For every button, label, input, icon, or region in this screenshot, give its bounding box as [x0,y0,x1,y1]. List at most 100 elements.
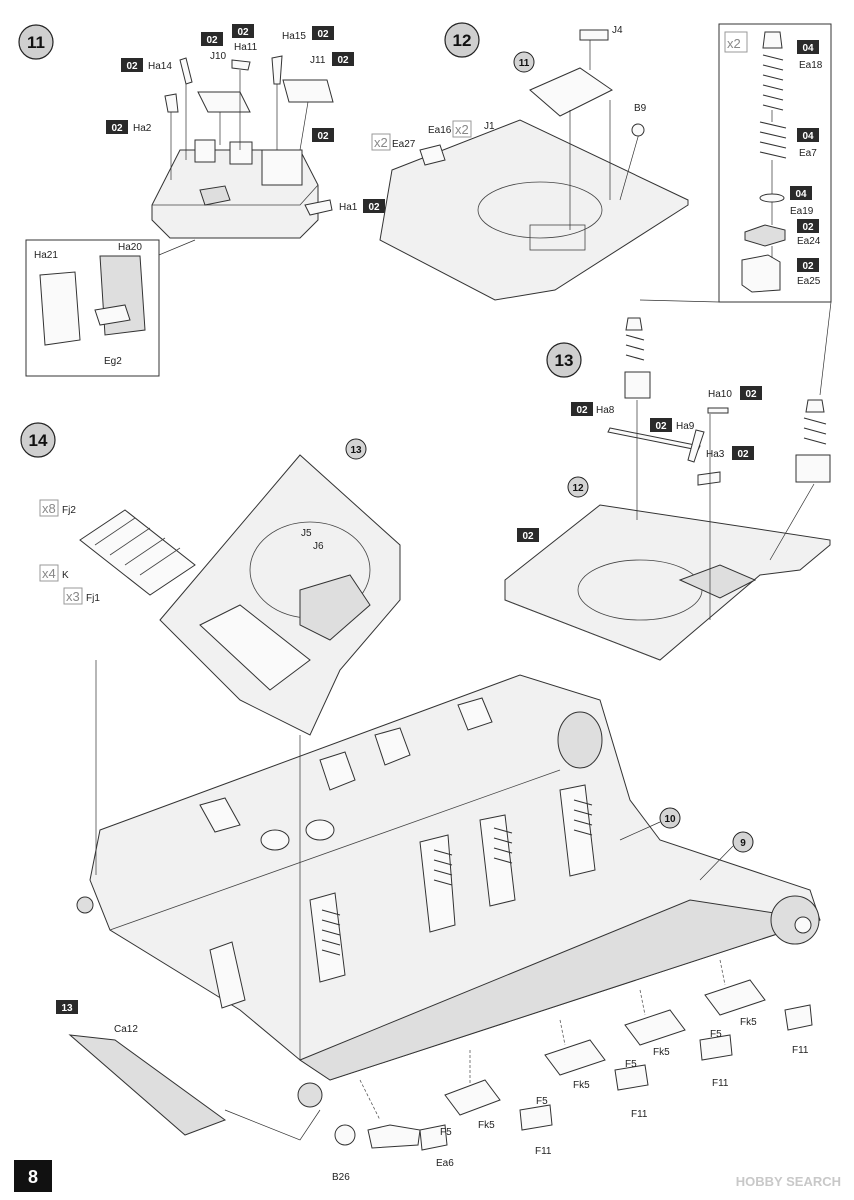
page-number: 8 [28,1167,38,1187]
ref-10-number: 10 [664,814,676,825]
badge-13-ca12: 13 [56,1000,78,1014]
step-11-number: 11 [27,33,45,52]
badge-02-ha3: 02 [732,446,754,460]
ref-12-circle [567,476,589,498]
qty-x2-spring: x2 [727,36,741,51]
label-Ha10: Ha10 [708,389,732,400]
label-Fj1: Fj1 [86,593,100,604]
label-Fk5-3: Fk5 [653,1047,670,1058]
badge-02-ha11: 02 [232,24,254,38]
badge-02-ha1: 02 [363,199,385,213]
ref-9-circle [732,831,754,853]
svg-text:02: 02 [337,55,349,66]
badge-02-ea25: 02 [797,258,819,272]
badge-02-j11: 02 [332,52,354,66]
label-Ha1: Ha1 [339,202,358,213]
svg-text:04: 04 [802,131,814,142]
label-J5: J5 [301,528,312,539]
svg-text:13: 13 [61,1003,73,1014]
svg-text:02: 02 [737,449,749,460]
svg-text:02: 02 [206,35,218,46]
svg-text:02: 02 [576,405,588,416]
badge-02-ha14: 02 [121,58,143,72]
qty-x3: x3 [66,589,80,604]
svg-text:04: 04 [802,43,814,54]
label-Ha15: Ha15 [282,31,306,42]
badge-04-ea7: 04 [797,128,819,142]
label-Ha3: Ha3 [706,449,725,460]
hull-floor-J1 [379,119,689,301]
label-Eg2: Eg2 [104,356,122,367]
label-Ha9: Ha9 [676,421,695,432]
svg-text:04: 04 [795,189,807,200]
svg-text:02: 02 [802,222,814,233]
step-13-circle [546,342,582,378]
badge-02-ha2: 02 [106,120,128,134]
badge-02-part: 02 [312,128,334,142]
ref-9-number: 9 [740,838,746,849]
qty-x8: x8 [42,501,56,516]
badge-02-ha8: 02 [571,402,593,416]
step-14-section: 14 13 J5 J6 x8 Fj2 x4 K x3 Fj1 [20,422,821,1183]
badge-02-floor: 02 [517,528,539,542]
seat-subassembly [529,67,613,117]
ref-13-number: 13 [350,445,362,456]
label-Ha20: Ha20 [118,242,142,253]
label-Ha8: Ha8 [596,405,615,416]
badge-02-ha9: 02 [650,418,672,432]
label-F11-4: F11 [792,1045,809,1056]
step-11-circle [18,24,54,60]
badge-02-ha10: 02 [740,386,762,400]
hull-floor-step14 [159,454,401,736]
ref-11-number: 11 [519,58,530,69]
svg-text:02: 02 [745,389,757,400]
hull-side-sponson [298,899,821,1081]
svg-text:02: 02 [317,29,329,40]
svg-text:02: 02 [111,123,123,134]
label-F11-3: F11 [712,1078,729,1089]
svg-text:02: 02 [802,261,814,272]
svg-text:02: 02 [126,61,138,72]
label-F5-1: F5 [440,1127,452,1138]
label-Ea19: Ea19 [790,206,814,217]
step-12-circle [444,22,480,58]
badge-04-ea18: 04 [797,40,819,54]
suspension-detail-box: x2 04 Ea18 04 Ea7 04 Ea19 02 Ea24 02 Ea2… [639,23,832,396]
belly-plate-Ca12 [68,1034,227,1136]
label-F5-3: F5 [625,1059,637,1070]
label-Ea6: Ea6 [436,1158,454,1169]
label-Ea18: Ea18 [799,60,823,71]
label-Ha14: Ha14 [148,61,172,72]
step-13-section: 13 Ha10 02 02 Ha8 02 Ha9 Ha3 02 12 02 [504,317,831,661]
badge-02-ha15: 02 [312,26,334,40]
step-14-number: 14 [29,431,48,450]
step-14-circle [20,422,56,458]
label-B26: B26 [332,1172,350,1183]
watermark-text: HOBBY SEARCH [736,1174,841,1189]
label-J4: J4 [612,25,623,36]
label-Fj2: Fj2 [62,505,76,516]
svg-text:02: 02 [317,131,329,142]
label-J6: J6 [313,541,324,552]
ref-10-circle [659,807,681,829]
part-J11-shape [282,79,334,103]
part-J10-shape [197,91,251,113]
badge-04-ea19: 04 [790,186,812,200]
label-Fk5-1: Fk5 [478,1120,495,1131]
label-Ha11: Ha11 [234,42,258,53]
label-J1: J1 [484,121,495,132]
step-12-number: 12 [453,31,472,50]
label-K: K [62,570,69,581]
ref-13-circle [345,438,367,460]
badge-02-ea24: 02 [797,219,819,233]
svg-text:02: 02 [237,27,249,38]
label-Ha2: Ha2 [133,123,152,134]
label-Ca12: Ca12 [114,1024,138,1035]
label-F11-2: F11 [631,1109,648,1120]
label-Ha21: Ha21 [34,250,58,261]
ref-11-circle [513,51,535,73]
label-Ea24: Ea24 [797,236,821,247]
suspension-arms [334,959,813,1151]
